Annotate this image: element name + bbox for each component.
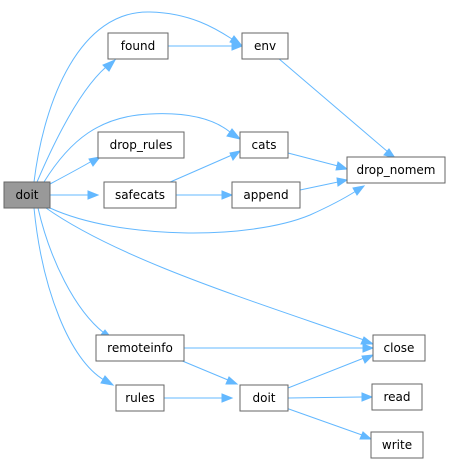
- node-label: append: [243, 188, 288, 202]
- arrow-doit-close: [360, 336, 375, 345]
- arrow-doit-inner-write: [359, 431, 373, 440]
- node-label: env: [254, 39, 276, 53]
- edge-env-drop_nomem: [277, 57, 389, 153]
- arrow-safecats-cats: [229, 150, 242, 161]
- node-label: read: [383, 390, 410, 404]
- node-label: drop_nomem: [357, 163, 436, 177]
- arrow-doit-inner-close: [361, 354, 375, 364]
- arrow-doit-safecats: [87, 190, 100, 200]
- node-doit-root[interactable]: doit: [3, 181, 51, 209]
- arrow-found-env: [231, 41, 244, 51]
- node-read[interactable]: read: [371, 383, 423, 411]
- node-label: found: [121, 39, 155, 53]
- edge-doit-cats: [43, 113, 231, 183]
- edges: [33, 11, 397, 440]
- arrow-remoteinfo-close: [362, 343, 375, 353]
- edge-doit-found: [36, 66, 107, 183]
- nodes: doit found env drop_rules cats safecats …: [3, 32, 446, 459]
- arrow-safecats-append: [221, 190, 234, 200]
- node-cats[interactable]: cats: [239, 131, 289, 159]
- edge-doit-env: [33, 11, 233, 183]
- arrow-remoteinfo-doit: [225, 376, 239, 385]
- edge-doit-inner-read: [287, 396, 363, 399]
- node-label: doit: [16, 188, 39, 202]
- edge-doit-drop_nomem: [49, 190, 357, 234]
- node-label: doit: [253, 391, 276, 405]
- edge-doit-drop_rules: [49, 160, 93, 185]
- node-env[interactable]: env: [241, 32, 289, 60]
- node-label: close: [384, 341, 415, 355]
- node-remoteinfo[interactable]: remoteinfo: [95, 334, 185, 362]
- edge-safecats-cats: [167, 154, 233, 184]
- node-doit-inner[interactable]: doit: [239, 384, 289, 412]
- edge-doit-inner-close: [287, 357, 365, 389]
- node-label: write: [382, 438, 412, 452]
- arrow-cats-drop_nomem: [335, 161, 349, 171]
- node-close[interactable]: close: [372, 334, 426, 362]
- arrow-doit-drop_rules: [88, 156, 102, 167]
- node-label: rules: [125, 391, 155, 405]
- arrow-doit-found: [102, 58, 117, 72]
- arrow-doit-inner-read: [361, 392, 374, 402]
- node-label: safecats: [115, 188, 165, 202]
- edge-doit-remoteinfo: [37, 207, 105, 334]
- edge-cats-drop_nomem: [287, 152, 339, 167]
- arrow-doit-rules: [100, 375, 115, 386]
- edge-doit-rules: [33, 207, 105, 381]
- arrow-append-drop_nomem: [336, 177, 349, 187]
- edge-remoteinfo-doit: [179, 359, 229, 381]
- arrow-doit-drop_nomem: [352, 185, 366, 196]
- node-rules[interactable]: rules: [115, 384, 165, 412]
- node-append[interactable]: append: [231, 181, 301, 209]
- edge-doit-close: [45, 207, 365, 341]
- node-label: drop_rules: [110, 138, 173, 152]
- node-safecats[interactable]: safecats: [103, 181, 177, 209]
- node-label: remoteinfo: [107, 341, 173, 355]
- node-drop_nomem[interactable]: drop_nomem: [346, 156, 446, 184]
- arrow-doit-cats: [226, 128, 242, 140]
- edge-append-drop_nomem: [299, 181, 339, 191]
- arrow-rules-doit: [221, 393, 234, 403]
- node-label: cats: [252, 138, 277, 152]
- node-found[interactable]: found: [107, 32, 169, 60]
- edge-doit-inner-write: [285, 407, 363, 436]
- node-drop_rules[interactable]: drop_rules: [97, 131, 185, 159]
- node-write[interactable]: write: [370, 431, 424, 459]
